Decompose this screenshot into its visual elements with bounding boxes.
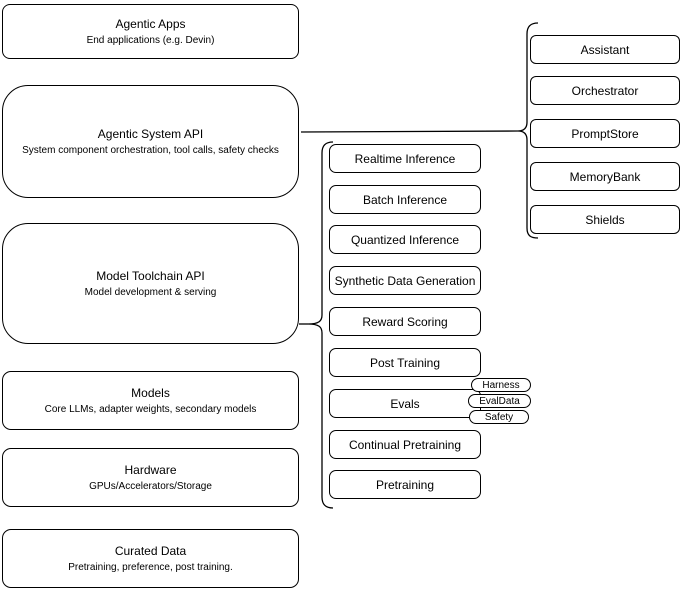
node-label: Reward Scoring [362,314,448,329]
node-label: Continual Pretraining [348,437,462,452]
node-label: Pretraining [375,477,435,492]
node-label: Shields [585,212,625,227]
node-assistant: Assistant [530,35,680,64]
node-subtitle: End applications (e.g. Devin) [86,34,215,46]
node-batch-inference: Batch Inference [329,185,481,214]
node-label: Post Training [369,355,441,370]
node-agentic-system-api: Agentic System API System component orch… [2,85,299,198]
node-realtime-inference: Realtime Inference [329,144,481,173]
node-label: Batch Inference [362,192,448,207]
node-subtitle: Pretraining, preference, post training. [68,561,233,573]
node-pretraining: Pretraining [329,470,481,499]
node-title: Curated Data [114,543,187,558]
node-label: MemoryBank [569,169,641,184]
node-post-training: Post Training [329,348,481,377]
node-label: Realtime Inference [354,151,456,166]
pill-harness: Harness [471,378,531,392]
node-models: Models Core LLMs, adapter weights, secon… [2,371,299,430]
node-title: Models [131,385,170,400]
pill-safety: Safety [469,410,529,424]
node-title: Agentic Apps [115,16,186,31]
node-title: Agentic System API [97,126,204,141]
pill-evaldata: EvalData [468,394,531,408]
node-hardware: Hardware GPUs/Accelerators/Storage [2,448,299,507]
node-label: PromptStore [571,126,639,141]
system-api-connector-line [300,130,519,133]
node-title: Model Toolchain API [96,268,205,283]
node-label: Quantized Inference [350,232,460,247]
node-subtitle: GPUs/Accelerators/Storage [89,480,212,492]
node-orchestrator: Orchestrator [530,76,680,105]
node-subtitle: System component orchestration, tool cal… [22,144,279,156]
node-evals: Evals [329,389,481,418]
node-model-toolchain-api: Model Toolchain API Model development & … [2,223,299,344]
node-curated-data: Curated Data Pretraining, preference, po… [2,529,299,588]
node-subtitle: Core LLMs, adapter weights, secondary mo… [44,403,257,415]
node-continual-pretraining: Continual Pretraining [329,430,481,459]
node-agentic-apps: Agentic Apps End applications (e.g. Devi… [2,4,299,59]
node-title: Hardware [124,462,177,477]
node-memorybank: MemoryBank [530,162,680,191]
pill-label: Harness [482,379,520,391]
node-subtitle: Model development & serving [84,286,217,298]
pill-label: Safety [484,411,514,423]
node-synthetic-data-generation: Synthetic Data Generation [329,266,481,295]
node-label: Synthetic Data Generation [334,273,476,288]
node-label: Assistant [580,42,630,57]
node-quantized-inference: Quantized Inference [329,225,481,254]
pill-label: EvalData [479,395,520,407]
node-label: Orchestrator [571,83,639,98]
node-reward-scoring: Reward Scoring [329,307,481,336]
node-label: Evals [390,396,420,411]
node-shields: Shields [530,205,680,234]
node-promptstore: PromptStore [530,119,680,148]
